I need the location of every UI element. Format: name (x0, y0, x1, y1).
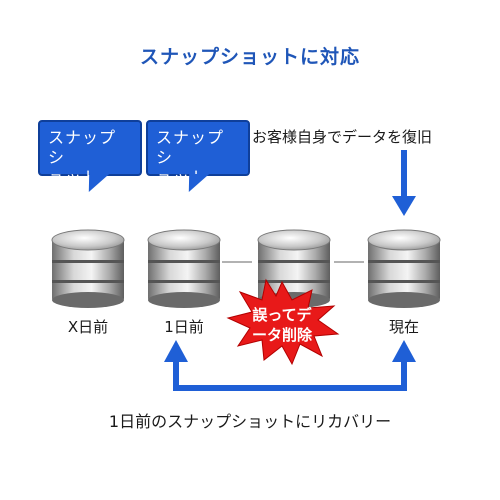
self-restore-note: お客様自身でデータを復旧 (252, 128, 433, 146)
diagram-title: スナップショットに対応 (139, 46, 360, 68)
bubble-2-line-2: ョット (156, 168, 208, 187)
snapshot-bubble-2: スナップシ ョット (146, 120, 250, 192)
bubble-2-line-1: スナップシ (156, 128, 225, 167)
restore-arrowhead-icon (392, 196, 416, 216)
recovery-arrowhead-left-icon (164, 340, 188, 362)
database-current-icon (367, 229, 441, 308)
database-x-days-ago-icon (51, 229, 125, 308)
label-x-days-ago: X日前 (67, 318, 109, 336)
data-deletion-burst-icon (226, 278, 340, 366)
burst-label: 誤ってデ ータ削除 (232, 305, 332, 345)
recovery-caption: 1日前のスナップショットにリカバリー (108, 412, 392, 431)
recovery-arrowhead-right-icon (392, 340, 416, 362)
bubble-1-line-2: ョット (48, 168, 100, 187)
database-1-day-ago-icon (147, 229, 221, 308)
label-current: 現在 (388, 318, 419, 336)
bubble-1-line-1: スナップシ (48, 128, 117, 167)
recovery-arrow-icon (173, 360, 407, 391)
burst-line-2: ータ削除 (251, 326, 312, 344)
label-1-day-ago: 1日前 (164, 318, 204, 336)
snapshot-bubble-1: スナップシ ョット (38, 120, 142, 192)
burst-line-1: 誤ってデ (252, 306, 312, 324)
